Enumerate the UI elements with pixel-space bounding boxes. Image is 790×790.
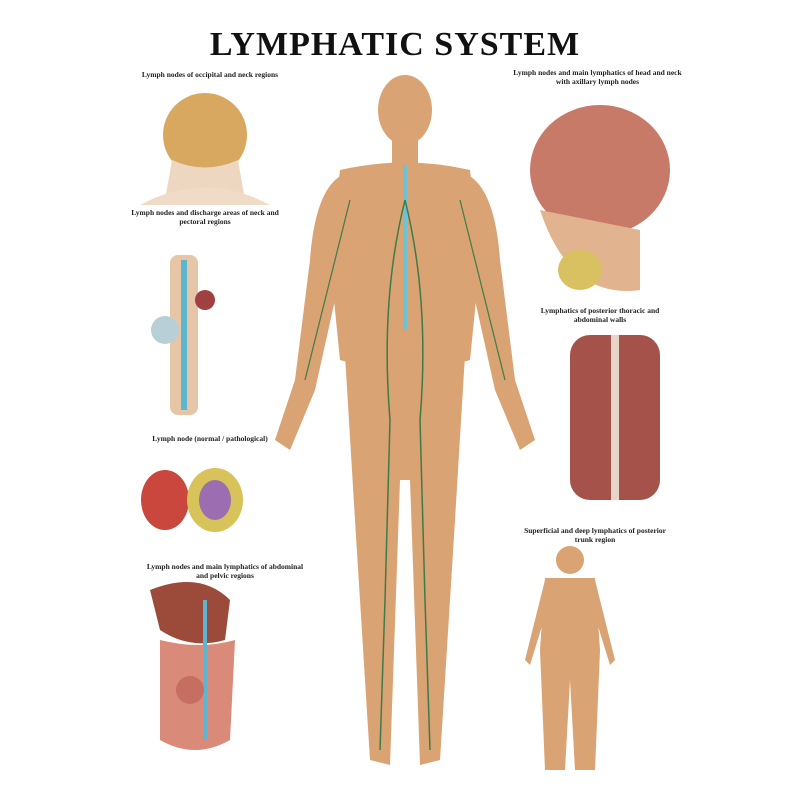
posterior-trunk-illustration [525, 546, 615, 770]
occipital-head-illustration [140, 93, 270, 205]
section-title-trunk: Superficial and deep lymphatics of poste… [524, 526, 666, 544]
abdominal-illustration [150, 582, 235, 750]
section-title-head-neck: Lymph nodes and main lymphatics of head … [513, 68, 682, 86]
lymph-node-illustration [141, 468, 243, 532]
section-title-lymph-node: Lymph node (normal / pathological) [152, 434, 268, 443]
head-neck-illustration [530, 105, 670, 291]
lymphatic-vessels [304, 165, 506, 751]
neck-pectoral-illustration [151, 255, 215, 415]
section-title-neck-pectoral: Lymph nodes and discharge areas of neck … [131, 208, 279, 226]
section-title-abdominal: Lymph nodes and main lymphatics of abdom… [146, 562, 304, 580]
thoracic-illustration [570, 335, 660, 500]
section-title-thoracic: Lymphatics of posterior thoracic and abd… [540, 306, 660, 324]
poster-title: LYMPHATIC SYSTEM [209, 26, 581, 63]
section-title-occipital: Lymph nodes of occipital and neck region… [141, 70, 279, 79]
